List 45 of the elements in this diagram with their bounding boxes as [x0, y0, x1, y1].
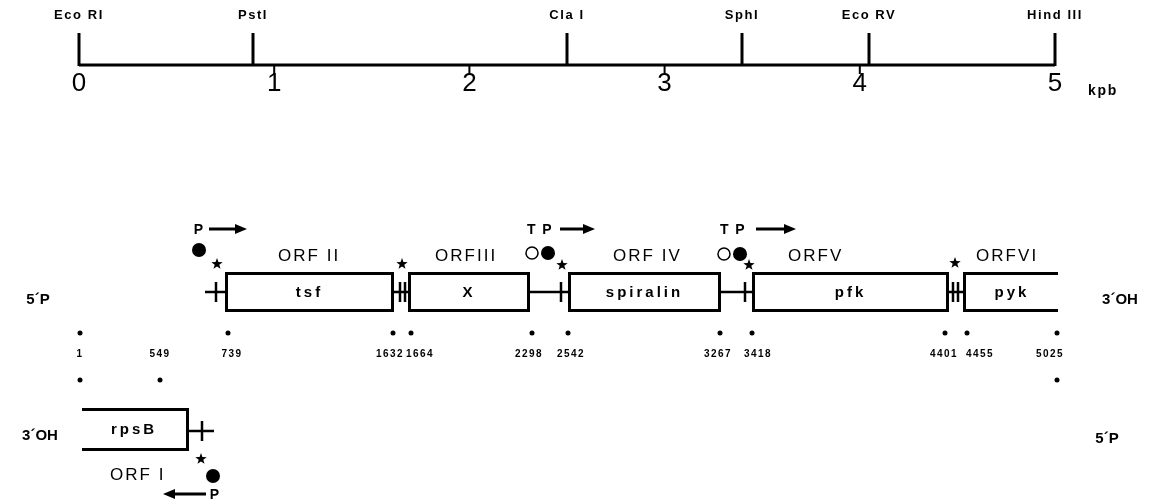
restriction-site-label: PstI: [237, 7, 269, 21]
orf-label: ORFIII: [435, 246, 498, 264]
promoter-label: P: [193, 222, 205, 236]
strand-end-label: 5´P: [26, 290, 50, 306]
restriction-site-label: SphI: [724, 7, 760, 21]
gene-name: pyk: [994, 281, 1030, 302]
position-number: 1: [76, 349, 84, 359]
position-number: 4401: [929, 349, 959, 359]
position-number: 5025: [1035, 349, 1065, 359]
orf-label: ORF II: [278, 246, 341, 264]
promoter-label: T P: [527, 222, 553, 236]
promoter-label: T P: [720, 222, 746, 236]
scale-tick-label: 4: [852, 69, 868, 95]
position-number: 1632: [375, 349, 405, 359]
position-number: 3418: [743, 349, 773, 359]
gene-name: X: [462, 281, 476, 302]
gene-name: rpsB: [110, 419, 158, 440]
scale-tick-label: 5: [1047, 69, 1063, 95]
strand-end-label: 5´P: [1095, 429, 1119, 445]
gene-name: spiralin: [605, 281, 684, 302]
orf-label: ORF I: [110, 465, 166, 483]
unit-label: kpb: [1088, 83, 1118, 97]
scale-tick-label: 0: [71, 69, 87, 95]
gene-name: tsf: [295, 281, 324, 302]
scale-tick-label: 3: [657, 69, 672, 95]
position-number: 2542: [556, 349, 586, 359]
restriction-site-label: Eco RI: [54, 7, 104, 21]
restriction-site-label: Cla I: [549, 7, 585, 21]
position-number: 2298: [514, 349, 544, 359]
orf-label: ORFV: [788, 246, 844, 264]
orf-label: ORF IV: [613, 246, 682, 264]
scale-tick-label: 2: [462, 69, 477, 95]
scale-tick-label: 1: [266, 69, 282, 95]
restriction-site-label: Hind III: [1027, 7, 1083, 21]
position-number: 549: [149, 349, 171, 359]
restriction-site-label: Eco RV: [841, 7, 897, 21]
strand-end-label: 3´OH: [22, 426, 58, 442]
position-number: 739: [221, 349, 243, 359]
strand-end-label: 3´OH: [1102, 290, 1138, 306]
gene-name: pfk: [834, 281, 867, 302]
position-number: 3267: [703, 349, 733, 359]
position-number: 4455: [965, 349, 995, 359]
promoter-label: P: [209, 487, 221, 500]
orf-label: ORFVI: [976, 246, 1039, 264]
position-number: 1664: [405, 349, 435, 359]
